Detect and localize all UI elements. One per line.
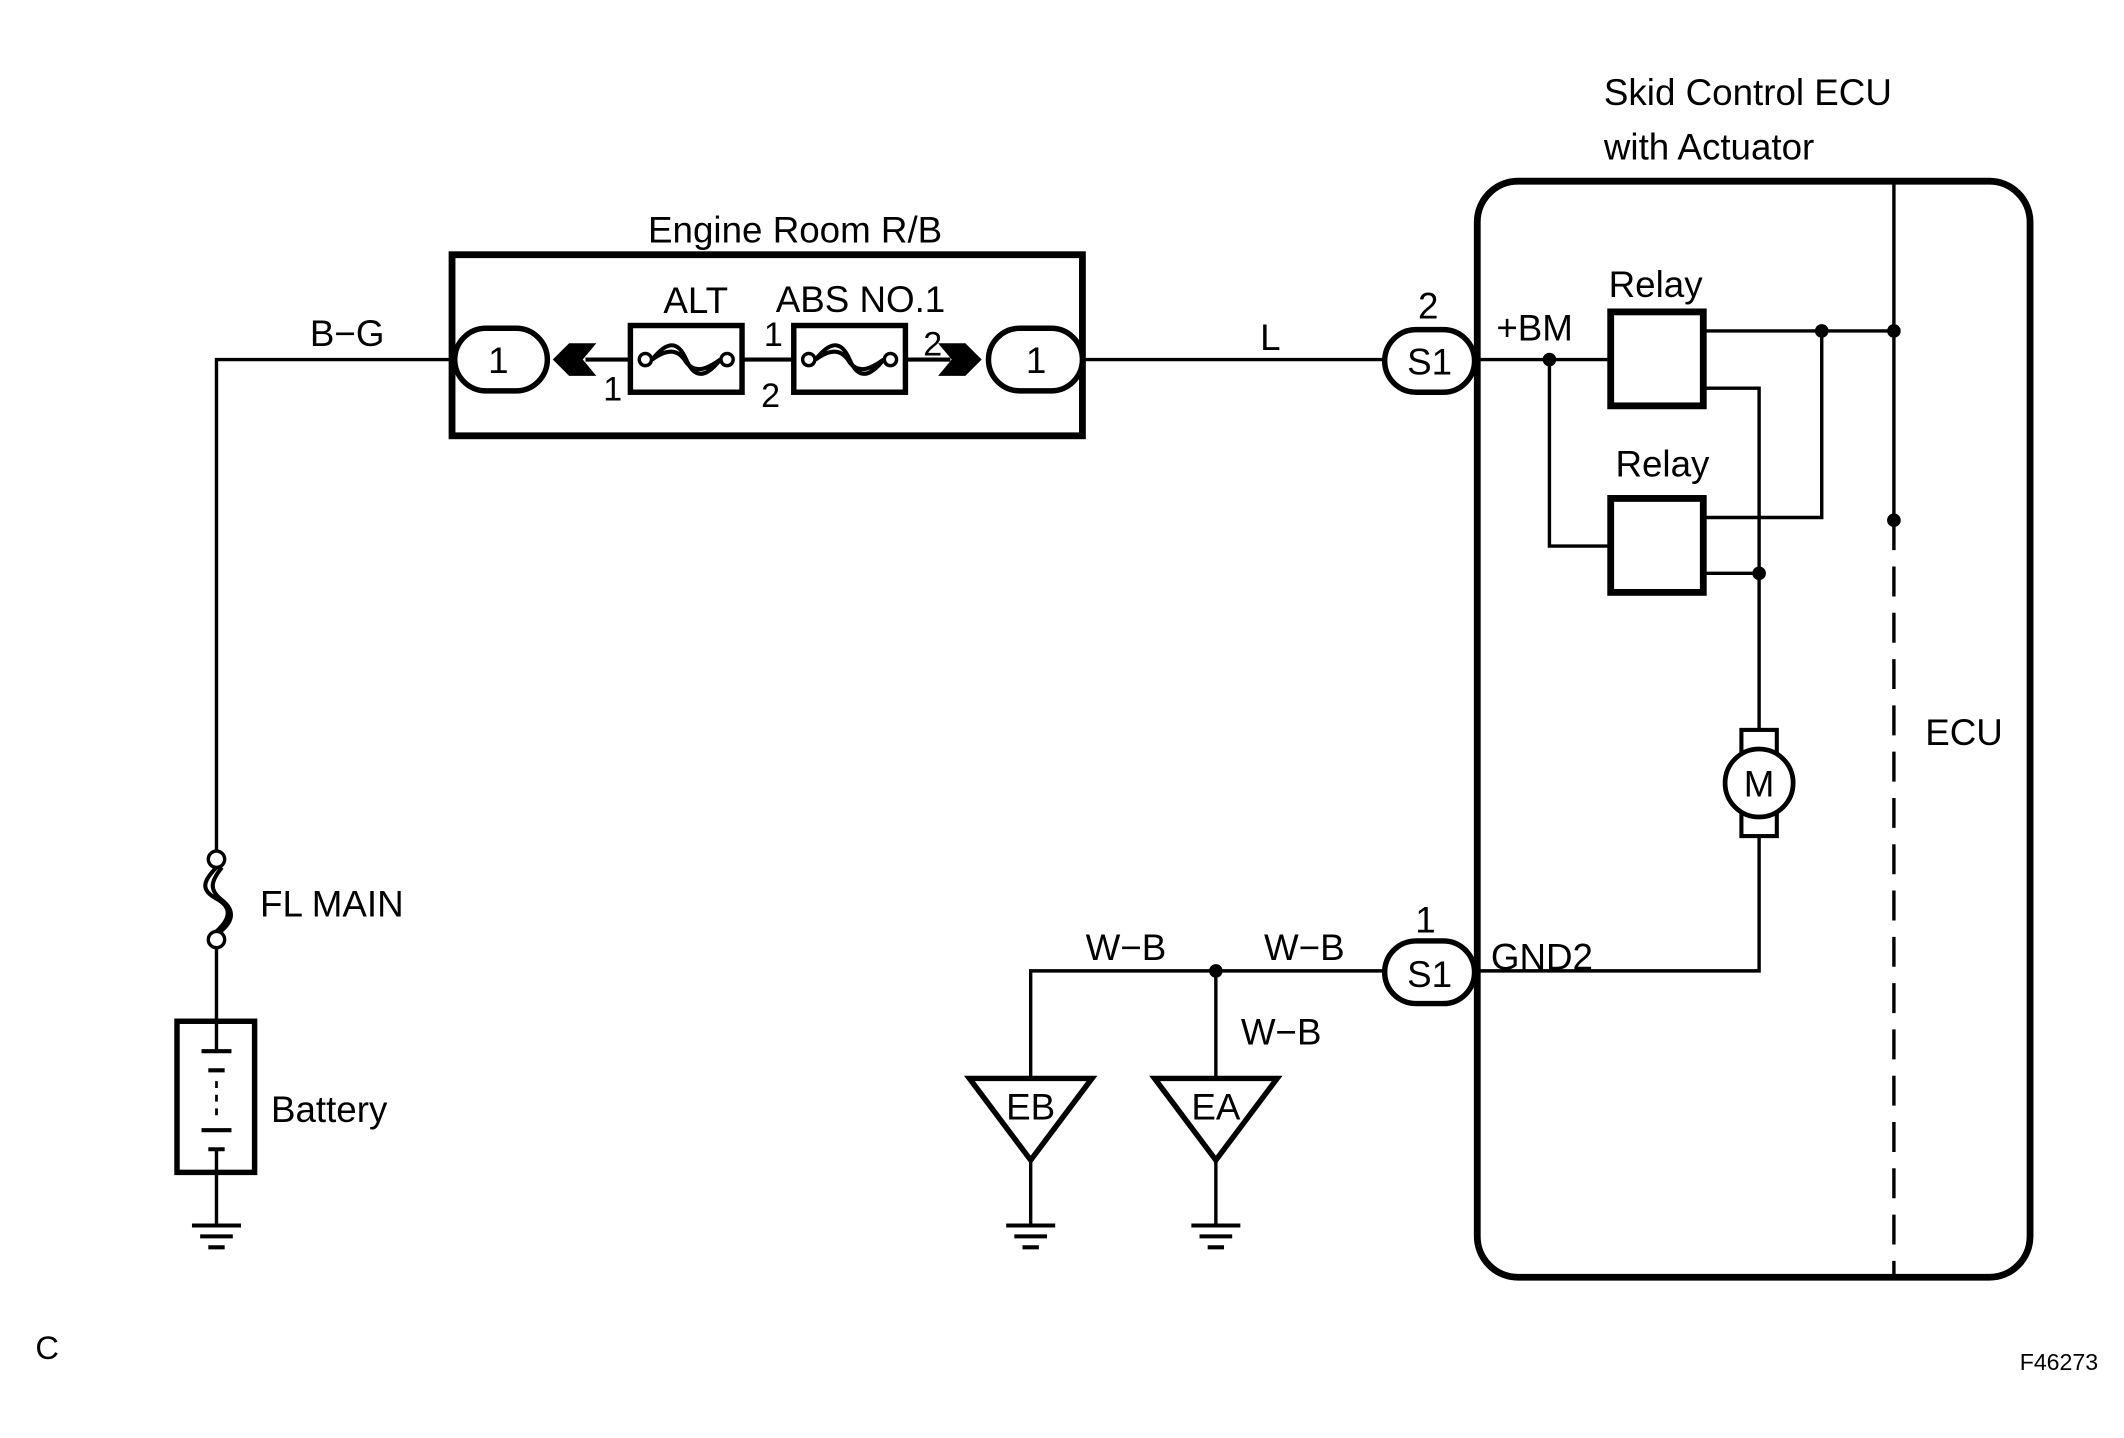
- ground-ea-label: EA: [1191, 1086, 1241, 1127]
- fuse-abs-label: ABS NO.1: [776, 279, 946, 320]
- wire-label-wb-down: W−B: [1241, 1011, 1322, 1052]
- splice-dot: [1814, 324, 1829, 338]
- terminal-bm-label: +BM: [1496, 307, 1573, 348]
- ground-point-eb: EB: [963, 1075, 1098, 1250]
- relay1-box: [1607, 308, 1707, 410]
- battery-label: Battery: [271, 1089, 388, 1130]
- wire-bg: [214, 357, 455, 858]
- fuse-abs-pin-left: 1: [764, 316, 783, 354]
- relay1-label: Relay: [1609, 264, 1704, 305]
- fuse-alt-pin-left: 1: [603, 370, 622, 408]
- s1-top-name: S1: [1407, 342, 1452, 383]
- ecu-title-line1: Skid Control ECU: [1604, 72, 1892, 113]
- ecu-wire-relay2-in: [1547, 359, 1611, 548]
- fuse-element-icon: [813, 343, 886, 376]
- ecu-title-line2: with Actuator: [1603, 126, 1814, 167]
- ecu-wire-relay1-motor: [1703, 386, 1761, 730]
- fuse-alt-label: ALT: [663, 280, 728, 321]
- fl-main-terminal-bottom: [206, 929, 227, 950]
- ground-icon: [191, 1223, 241, 1250]
- s1-bottom-pin: 1: [1415, 900, 1435, 941]
- fuse-element-icon: [650, 343, 722, 376]
- power-source: FL MAIN Battery: [174, 849, 404, 1250]
- rb-right-connector-pin: 1: [1026, 340, 1046, 381]
- ground-point-ea: EA: [1149, 1075, 1283, 1250]
- relay2-box: [1607, 495, 1707, 596]
- wire-wb-left: [1028, 969, 1385, 1079]
- s1-bottom-name: S1: [1407, 954, 1452, 995]
- ground-icon: [1191, 1223, 1241, 1250]
- fusible-link-icon: [203, 865, 233, 933]
- skid-control-ecu: Skid Control ECU with Actuator ECU Relay…: [1381, 72, 2034, 1281]
- wire-label-l: L: [1260, 317, 1280, 358]
- wiring: [214, 357, 1385, 1226]
- motor-icon: [1722, 727, 1796, 839]
- wire-label-wb-right: W−B: [1264, 927, 1345, 968]
- ecu-label: ECU: [1925, 712, 2003, 753]
- ground-eb-label: EB: [1006, 1086, 1055, 1127]
- ground-triangle-icon: [963, 1075, 1098, 1165]
- splice-dot: [1209, 964, 1223, 978]
- fuse-abs-terminal-right: [882, 351, 899, 368]
- rb-left-connector-pin: 1: [488, 340, 508, 381]
- splice-dot: [1542, 352, 1557, 367]
- chevron-right-icon: [938, 343, 982, 376]
- s1-top-pin: 2: [1418, 286, 1438, 327]
- splice-dot: [1752, 566, 1766, 581]
- ground-triangle-icon: [1149, 1075, 1283, 1165]
- splice-dot: [1887, 324, 1901, 338]
- splice-dot: [1887, 513, 1901, 528]
- corner-code: C: [35, 1329, 59, 1366]
- fuse-abs-terminal-left: [800, 351, 817, 368]
- rb-box: [448, 251, 1086, 440]
- battery-icon: [201, 1021, 232, 1173]
- wire-label-bg: B−G: [310, 313, 385, 354]
- fuse-alt-pin-right: 2: [761, 377, 780, 415]
- fuse-abs-pin-right: 2: [923, 325, 942, 363]
- fuse-alt-terminal-left: [637, 351, 654, 368]
- fuse-alt-terminal-right: [719, 351, 735, 368]
- s1-top-connector: [1381, 326, 1478, 395]
- engine-room-rb: Engine Room R/B 1 ALT 1 2 ABS NO.1 1 2 1: [448, 209, 1086, 440]
- figure-id: F46273: [2020, 1349, 2098, 1375]
- fl-main-terminal-top: [206, 849, 227, 870]
- rb-title: Engine Room R/B: [648, 209, 942, 250]
- motor-label: M: [1744, 764, 1775, 805]
- ground-icon: [1006, 1223, 1056, 1250]
- ecu-outline: [1473, 177, 2034, 1281]
- chevron-left-icon: [552, 343, 597, 376]
- ecu-wire-relay2-out: [1703, 330, 1824, 520]
- terminal-gnd2-label: GND2: [1491, 937, 1593, 978]
- wire-label-wb-left: W−B: [1086, 927, 1167, 968]
- fl-main-label: FL MAIN: [260, 883, 404, 924]
- rb-right-connector: [985, 325, 1086, 394]
- ecu-wire-gnd2: [1474, 836, 1761, 973]
- rb-left-connector: [452, 325, 551, 394]
- relay2-label: Relay: [1615, 444, 1710, 485]
- s1-bottom-connector: [1381, 938, 1478, 1007]
